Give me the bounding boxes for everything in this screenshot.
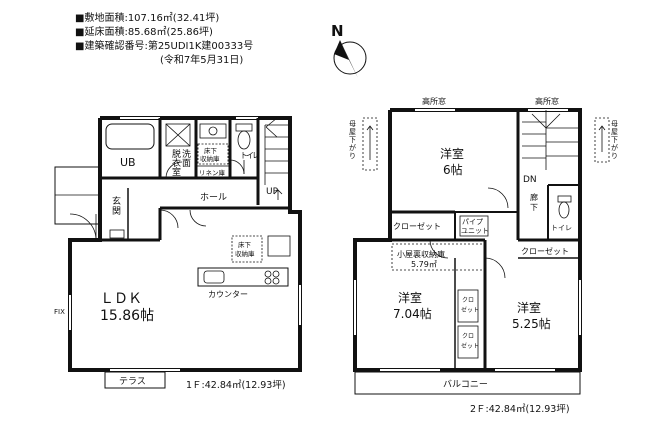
f1-stairs — [264, 117, 290, 200]
attic-left — [362, 117, 378, 171]
closet1-label: クローゼット — [393, 221, 441, 231]
high-window-1-label: 高所窓 — [422, 96, 446, 106]
property-info: ■敷地面積:107.16㎡(32.41坪) ■延床面積:85.68㎡(25.86… — [75, 12, 253, 68]
attic-left-label-2: 屋 — [349, 128, 356, 136]
entrance-label-1: 玄 — [112, 195, 121, 207]
floor1-labels: UB 脱 衣 室 洗 面 床下 収納庫 リネン庫 ト イ レ UP ホール 玄 … — [54, 146, 286, 391]
loft-size: 5.79㎡ — [411, 260, 437, 269]
loft-name: 小屋裏収納庫 — [397, 249, 445, 259]
pipe-unit — [459, 215, 489, 237]
f2-area-label: 2Ｆ:42.84㎡(12.93坪) — [470, 403, 570, 415]
room3-size: 5.25帖 — [512, 316, 551, 331]
balcony — [354, 371, 581, 395]
f2-toilet-label: トイレ — [551, 224, 572, 232]
compass-needle-tail — [334, 40, 349, 60]
compass: N — [331, 22, 367, 78]
storage-label-2: 収納庫 — [200, 154, 220, 163]
corridor-label-1: 廊 — [530, 192, 538, 202]
terrace-label: テラス — [119, 376, 146, 387]
closet2-label: クローゼット — [521, 246, 569, 256]
balcony-label: バルコニー — [443, 379, 488, 390]
closet-v2-label-2: ゼット — [461, 342, 479, 350]
attic-left-label-3: 下 — [349, 136, 356, 144]
attic-right-label-2: 屋 — [611, 128, 618, 136]
attic-right-label-3: 下 — [611, 136, 618, 144]
room2-name: 洋室 — [398, 290, 422, 305]
pipe-label-1: パイプ — [462, 218, 483, 226]
closet-v2-label-1: クロ — [462, 333, 474, 340]
f1-outer-wall — [68, 116, 302, 372]
dressing-label-1: 脱 — [172, 148, 181, 160]
kitchen-counter — [197, 267, 289, 287]
storage-label-1: 床下 — [204, 146, 218, 155]
closet-v1-label-1: クロ — [462, 297, 474, 304]
toilet-label-2: イ — [246, 151, 254, 160]
attic-right — [594, 117, 610, 163]
toilet-label-1: ト — [240, 151, 248, 160]
linen-label: リネン庫 — [199, 168, 226, 177]
floor2-labels: 高所窓 高所窓 母 屋 下 が り 母 屋 下 が り 洋室 6帖 DN 廊 下… — [349, 96, 618, 415]
floor1 — [54, 116, 302, 389]
loft-storage — [391, 243, 485, 271]
attic-left-label-4: が — [349, 143, 356, 152]
closet-v1-label-2: ゼット — [461, 306, 479, 314]
room2-size: 7.04帖 — [393, 306, 432, 321]
f2-stairs — [522, 110, 578, 170]
bathtub — [105, 123, 155, 150]
attic-left-label-1: 母 — [349, 120, 356, 128]
toilet-label-3: レ — [252, 151, 260, 160]
compass-needle — [340, 40, 358, 78]
ldk-name: ＬＤＫ — [100, 291, 142, 307]
floor2 — [353, 108, 610, 395]
underfloor-label-2: 収納庫 — [235, 249, 255, 258]
ldk-size: 15.86帖 — [100, 308, 154, 324]
attic-left-label-5: り — [349, 152, 356, 160]
entrance-label-2: 関 — [112, 206, 121, 217]
f1-area-label: 1Ｆ:42.84㎡(12.93坪) — [186, 379, 286, 391]
fix-label: FIX — [54, 308, 65, 316]
dn-label: DN — [523, 175, 537, 185]
permit-date: (令和7年5月31日) — [160, 55, 244, 66]
counter-label: カウンター — [208, 290, 248, 299]
room1-size: 6帖 — [443, 162, 463, 177]
dressing-label-3: 室 — [172, 166, 181, 178]
room1-name: 洋室 — [440, 146, 464, 161]
room3-name: 洋室 — [517, 300, 541, 315]
high-window-2-label: 高所窓 — [535, 96, 559, 106]
pipe-label-2: ユニット — [461, 227, 489, 235]
compass-north-label: N — [331, 22, 344, 40]
hall-label: ホール — [200, 192, 227, 203]
washing-label-2: 面 — [182, 158, 191, 169]
compass-circle — [333, 41, 367, 75]
corridor-label-2: 下 — [530, 203, 538, 212]
up-label: UP — [266, 187, 279, 197]
floor-area: ■延床面積:85.68㎡(25.86坪) — [75, 27, 213, 38]
attic-right-label-1: 母 — [611, 120, 618, 128]
porch-step — [54, 166, 101, 225]
dressing-label-2: 衣 — [172, 157, 181, 169]
underfloor-label-1: 床下 — [238, 240, 252, 249]
attic-right-label-4: が — [611, 143, 618, 152]
ub-label: UB — [120, 156, 136, 169]
attic-right-label-5: り — [611, 152, 618, 160]
site-area: ■敷地面積:107.16㎡(32.41坪) — [75, 13, 220, 24]
washing-label-1: 洗 — [182, 148, 191, 160]
permit-number: ■建築確認番号:第25UDI1K建00333号 — [75, 41, 254, 52]
toilet-bowl — [237, 130, 251, 150]
terrace — [104, 371, 166, 389]
